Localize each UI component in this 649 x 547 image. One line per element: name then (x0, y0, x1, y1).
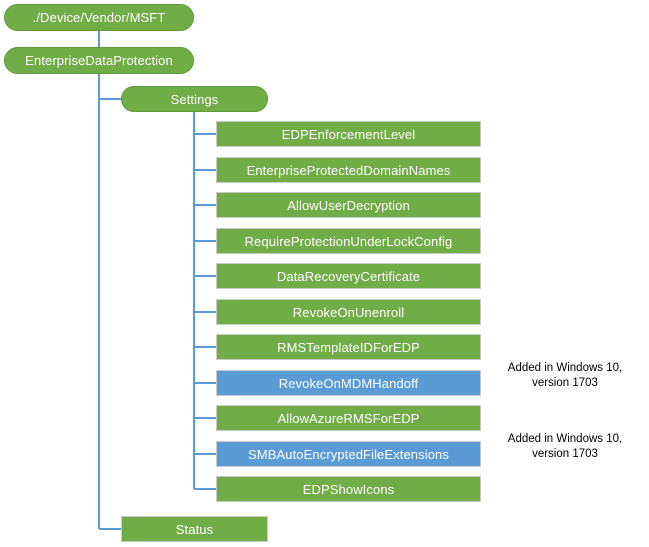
settings-node-label: SMBAutoEncryptedFileExtensions (248, 446, 449, 462)
node-status[interactable]: Status (121, 516, 268, 542)
settings-node-label: DataRecoveryCertificate (276, 268, 421, 284)
settings-node-label: RevokeOnMDMHandoff (278, 375, 419, 391)
settings-node-enterpriseprotecteddomainnames[interactable]: EnterpriseProtectedDomainNames (216, 157, 481, 183)
node-status-label: Status (175, 521, 214, 537)
node-settings-label: Settings (170, 91, 219, 107)
settings-node-edpenforcementlevel[interactable]: EDPEnforcementLevel (216, 121, 481, 147)
settings-node-requireprotectionunderlockconfig[interactable]: RequireProtectionUnderLockConfig (216, 228, 481, 254)
settings-node-revokeonunenroll[interactable]: RevokeOnUnenroll (216, 299, 481, 325)
settings-node-allowuserdecryption[interactable]: AllowUserDecryption (216, 192, 481, 218)
settings-node-revokeonmdmhandoff[interactable]: RevokeOnMDMHandoff (216, 370, 481, 396)
settings-node-rmstemplateidforedp[interactable]: RMSTemplateIDForEDP (216, 334, 481, 360)
node-settings[interactable]: Settings (121, 86, 268, 112)
node-enterprisedataprotection[interactable]: EnterpriseDataProtection (4, 47, 194, 74)
annotation-revokeonmdmhandoff: Added in Windows 10, version 1703 (507, 362, 623, 389)
settings-node-edpshowicons[interactable]: EDPShowIcons (216, 476, 481, 502)
settings-node-label: AllowAzureRMSForEDP (277, 410, 420, 426)
settings-node-label: RevokeOnUnenroll (292, 304, 405, 320)
settings-node-allowazurermsforedp[interactable]: AllowAzureRMSForEDP (216, 405, 481, 431)
node-root-label: ./Device/Vendor/MSFT (32, 10, 166, 25)
node-root[interactable]: ./Device/Vendor/MSFT (4, 4, 194, 31)
settings-node-label: EnterpriseProtectedDomainNames (246, 162, 451, 178)
settings-node-datarecoverycertificate[interactable]: DataRecoveryCertificate (216, 263, 481, 289)
settings-node-label: RMSTemplateIDForEDP (277, 339, 420, 355)
settings-node-label: RequireProtectionUnderLockConfig (244, 233, 453, 249)
annotation-smbautoencryptedfileextensions: Added in Windows 10, version 1703 (507, 433, 623, 460)
settings-node-label: EDPShowIcons (302, 481, 395, 497)
settings-node-label: EDPEnforcementLevel (281, 126, 416, 142)
node-enterprisedataprotection-label: EnterpriseDataProtection (25, 53, 173, 68)
settings-node-smbautoencryptedfileextensions[interactable]: SMBAutoEncryptedFileExtensions (216, 441, 481, 467)
settings-node-label: AllowUserDecryption (287, 197, 410, 213)
